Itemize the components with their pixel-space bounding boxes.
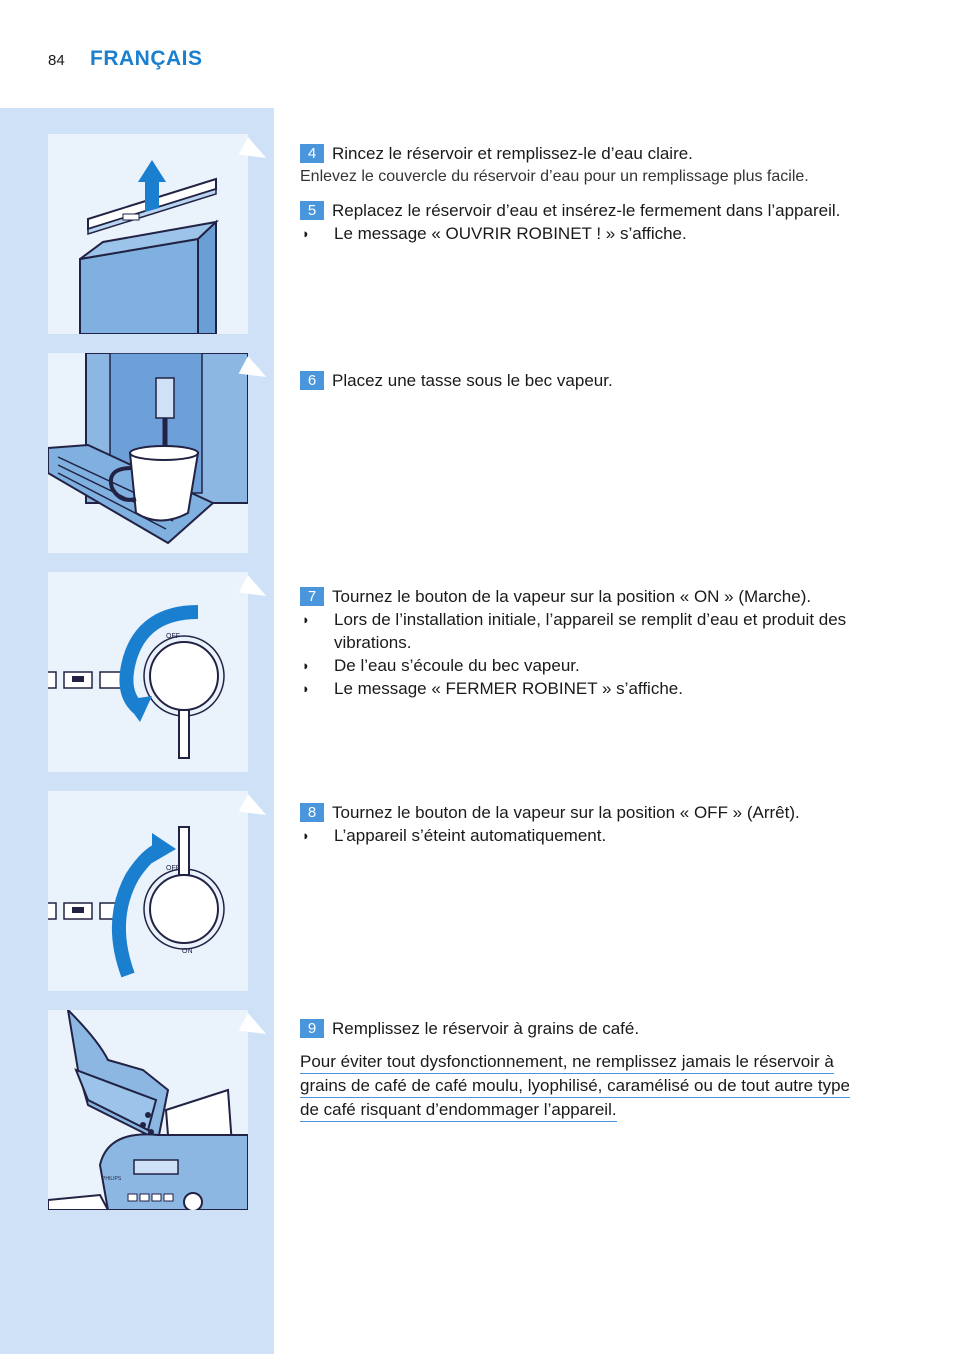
step-9: 9 Remplissez le réservoir à grains de caf… [300,1017,910,1040]
bullet-marker: ◗ [302,681,310,696]
step-number: 6 [300,371,324,390]
bullet-text: Le message « FERMER ROBINET » s’affiche. [334,679,683,698]
bullet-marker: ◗ [302,658,310,673]
bullet-marker: ◗ [302,828,310,843]
warning-line: de café risquant d’endommager l’appareil… [300,1098,617,1122]
step-7: 7 Tournez le bouton de la vapeur sur la p… [300,585,910,700]
step-text: Remplissez le réservoir à grains de café… [332,1019,640,1038]
illustration-dial-on: OFF [48,572,248,772]
step-number: 8 [300,803,324,822]
illustration-water-tank [48,134,248,334]
step-6: 6 Placez une tasse sous le bec vapeur. [300,369,910,392]
warning-line: grains de café de café moulu, lyophilisé… [300,1074,850,1098]
illustration-dial-off: OFF ON [48,791,248,991]
step-text: Placez une tasse sous le bec vapeur. [332,371,613,390]
step-5: 5 Replacez le réservoir d’eau et insérez-… [300,199,910,245]
bullet-text: Le message « OUVRIR ROBINET ! » s’affich… [334,224,687,243]
step-4: 4 Rincez le réservoir et remplissez-le d’… [300,142,910,188]
step-number: 5 [300,201,324,220]
dial-off-label: OFF [166,633,180,640]
bullet-marker: ◗ [302,226,310,241]
dial-off-label: OFF [166,865,180,872]
step-number: 4 [300,144,324,163]
bullet-text: Lors de l’installation initiale, l’appar… [334,610,847,652]
bullet-text: De l’eau s’écoule du bec vapeur. [334,656,580,675]
bullet-text: L’appareil s’éteint automatiquement. [334,826,607,845]
warning-line: Pour éviter tout dysfonctionnement, ne r… [300,1050,834,1074]
step-text: Tournez le bouton de la vapeur sur la po… [332,803,800,822]
illustration-bean-hopper: PHILIPS [48,1010,248,1210]
step-text: Replacez le réservoir d’eau et insérez-l… [332,201,841,220]
step-8: 8 Tournez le bouton de la vapeur sur la p… [300,801,910,847]
step-note: Enlevez le couvercle du réservoir d’eau … [300,168,809,185]
brand-logo-text: PHILIPS [102,1176,122,1182]
section-title: FRANÇAIS [90,47,203,70]
page-number: 84 [48,52,65,69]
step-number: 9 [300,1019,324,1038]
dial-on-label: ON [182,948,193,955]
bullet-marker: ◗ [302,612,310,627]
step-text: Rincez le réservoir et remplissez-le d’e… [332,144,693,163]
step-text: Tournez le bouton de la vapeur sur la po… [332,587,812,606]
warning-note: Pour éviter tout dysfonctionnement, ne r… [300,1050,905,1122]
step-number: 7 [300,587,324,606]
illustration-cup-under-wand [48,353,248,553]
